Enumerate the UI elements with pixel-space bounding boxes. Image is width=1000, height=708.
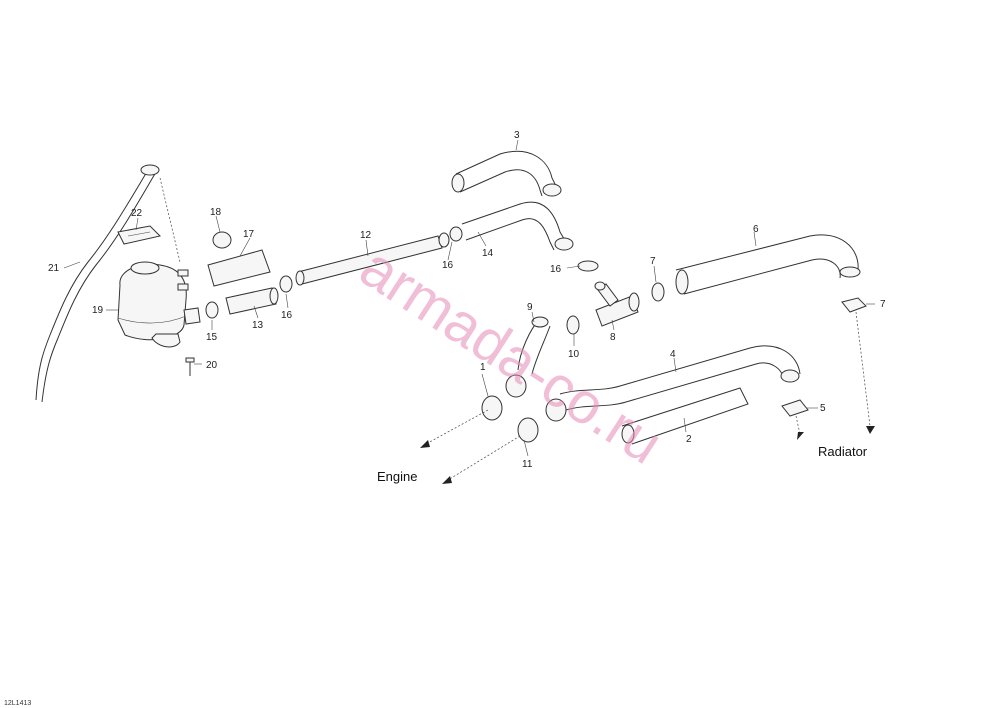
callout-18: 18 (210, 207, 222, 218)
hose-4 (559, 345, 801, 411)
callout-20: 20 (206, 360, 218, 371)
hose-14 (461, 201, 567, 243)
callout-6: 6 (753, 224, 759, 235)
sleeve-17 (207, 249, 271, 287)
callout-16b: 16 (550, 264, 562, 275)
callout-7a: 7 (650, 256, 656, 267)
clamp-5 (781, 399, 809, 417)
clamp-16a (279, 275, 293, 293)
callout-21: 21 (48, 263, 60, 274)
clamp-1 (481, 395, 503, 421)
callout-12: 12 (360, 230, 372, 241)
leader-lines (63, 139, 875, 457)
hose-6 (675, 234, 861, 295)
radiator-label: Radiator (818, 444, 868, 459)
hose-13 (225, 287, 277, 315)
clamp-10 (566, 315, 580, 335)
coolant-reservoir (117, 261, 201, 348)
callout-22: 22 (131, 208, 143, 219)
t-fitting (594, 281, 640, 327)
hose-2 (621, 387, 749, 445)
pipe-12 (295, 232, 450, 286)
diagram-reference: 12L1413 (4, 700, 31, 707)
callout-3: 3 (514, 130, 520, 141)
clamp-7a (651, 282, 665, 302)
callout-19: 19 (92, 305, 104, 316)
callout-10: 10 (568, 349, 580, 360)
watermark: armada-co.ru (349, 234, 674, 476)
callout-2: 2 (686, 434, 692, 445)
callout-numbers: 1 2 3 4 5 6 7 7 8 9 10 11 12 13 14 15 16… (48, 130, 886, 470)
callout-7b: 7 (880, 299, 886, 310)
callout-16a: 16 (442, 260, 454, 271)
callout-16c: 16 (281, 310, 293, 321)
callout-4: 4 (670, 349, 676, 360)
callout-9: 9 (527, 302, 533, 313)
callout-8: 8 (610, 332, 616, 343)
clamp-16c (577, 260, 599, 272)
clamp-18 (212, 231, 232, 249)
callout-1: 1 (480, 362, 486, 373)
clamp-11 (517, 417, 539, 443)
callout-15: 15 (206, 332, 218, 343)
callout-11: 11 (522, 459, 533, 470)
callout-13: 13 (252, 320, 264, 331)
screw (185, 357, 195, 376)
clamp-15 (205, 301, 219, 319)
engine-label: Engine (377, 469, 417, 484)
overflow-tube (35, 164, 160, 403)
callout-17: 17 (243, 229, 255, 240)
hose-3 (455, 150, 557, 187)
callout-5: 5 (820, 403, 826, 414)
clamp-16b (449, 226, 463, 242)
clamp-7b (841, 297, 867, 313)
callout-14: 14 (482, 248, 494, 259)
reservoir-cap (117, 225, 161, 245)
